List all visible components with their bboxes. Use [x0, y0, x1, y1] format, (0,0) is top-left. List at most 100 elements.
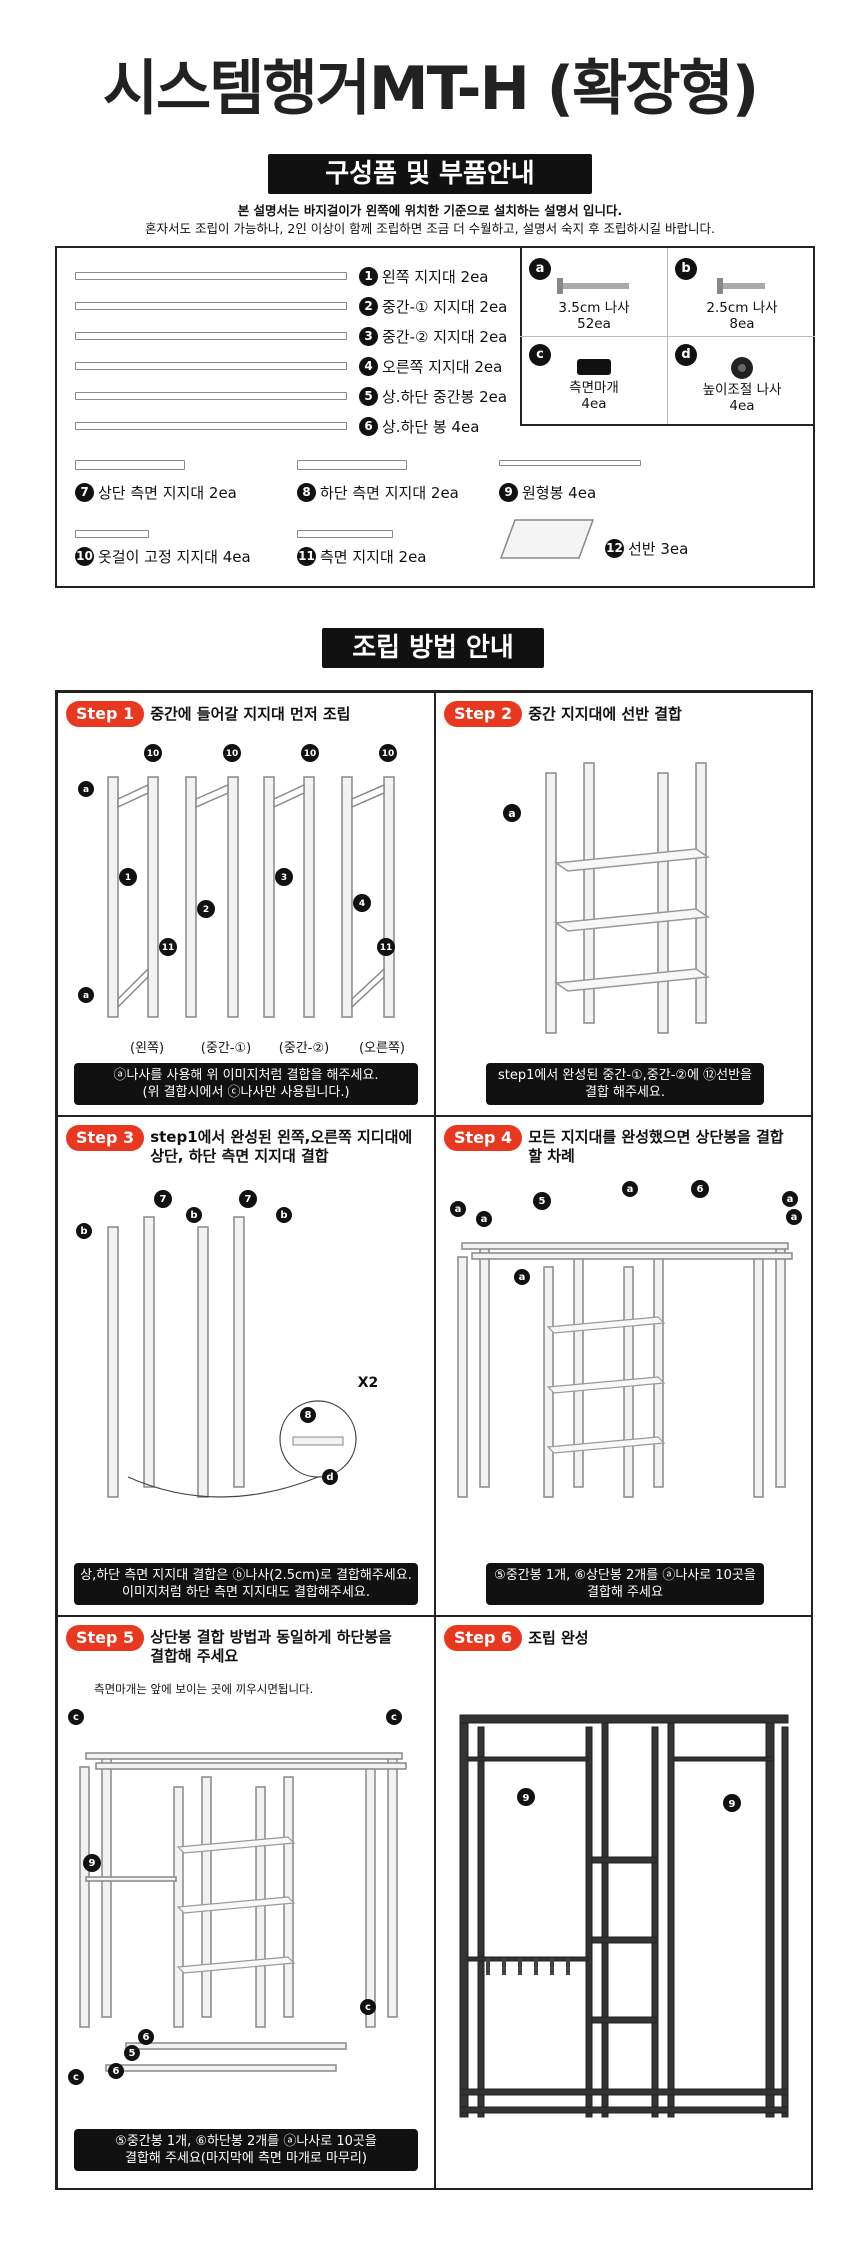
hw-d-qty: 4ea [729, 398, 755, 414]
hw-c: c 측면마개 4ea [523, 344, 665, 412]
svg-text:10: 10 [304, 749, 317, 759]
step-1-caption-mid1: (중간-①) [200, 1041, 252, 1056]
part-10-label: 옷걸이 고정 지지대 4ea [98, 548, 251, 566]
part-7-num: 7 [75, 483, 94, 502]
hw-a-qty: 52ea [577, 316, 611, 332]
part-4-label: 오른쪽 지지대 2ea [382, 358, 503, 376]
step-2-title: 중간 지지대에 선반 결합 [528, 704, 682, 723]
part-8-label: 하단 측면 지지대 2ea [320, 484, 459, 502]
side-cap-icon [577, 359, 611, 375]
part-2-num: 2 [359, 297, 378, 316]
step-4-badge: Step 4 [444, 1125, 523, 1151]
hw-a: a 3.5cm 나사 52ea [523, 258, 665, 332]
svg-text:7: 7 [245, 1194, 252, 1205]
svg-text:a: a [508, 807, 515, 820]
svg-text:1: 1 [125, 873, 131, 883]
part-7-label: 상단 측면 지지대 2ea [98, 484, 237, 502]
part-1-label: 왼쪽 지지대 2ea [382, 268, 489, 286]
svg-text:b: b [80, 1226, 87, 1237]
step-4-title: 모든 지지대를 완성했으면 상단봉을 결합 할 차례 [528, 1128, 784, 1165]
svg-text:a: a [519, 1272, 526, 1283]
part-2-image [75, 302, 347, 310]
part-6-image [75, 422, 347, 430]
step-3-badge: Step 3 [66, 1125, 145, 1151]
screw-a-icon [557, 278, 629, 294]
hw-b-name: 2.5cm 나사 [706, 300, 778, 316]
step-3-note: 상,하단 측면 지지대 결합은 ⓑ나사(2.5cm)로 결합해주세요. 이미지처… [74, 1563, 418, 1605]
step-1-title: 중간에 들어갈 지지대 먼저 조립 [150, 704, 351, 723]
part-12-label: 선반 3ea [628, 540, 689, 558]
svg-text:11: 11 [162, 943, 175, 953]
step-1-note: ⓐ나사를 사용해 위 이미지처럼 결합을 해주세요. (위 결합시에서 ⓒ나사만… [74, 1063, 418, 1105]
step-2-badge: Step 2 [444, 701, 523, 727]
svg-text:a: a [455, 1204, 462, 1215]
hw-d-letter: d [675, 344, 697, 366]
step-5-note: ⑤중간봉 1개, ⑥하단봉 2개를 ⓐ나사로 10곳을 결합해 주세요(마지막에… [74, 2129, 418, 2171]
part-5-image [75, 392, 347, 400]
step-3-x2: X2 [358, 1375, 379, 1391]
svg-text:a: a [787, 1194, 794, 1205]
part-3-label: 중간-② 지지대 2ea [382, 328, 508, 346]
svg-text:6: 6 [697, 1184, 704, 1195]
step-2-note: step1에서 완성된 중간-①,중간-②에 ⑫선반을 결합 해주세요. [486, 1063, 764, 1105]
svg-text:c: c [391, 1712, 397, 1723]
part-4-num: 4 [359, 357, 378, 376]
step-5-panel: Step 5 상단봉 결합 방법과 동일하게 하단봉을 결합해 주세요 측면마개… [57, 1616, 435, 2190]
svg-text:8: 8 [305, 1410, 312, 1421]
hw-d-name: 높이조절 나사 [702, 382, 782, 398]
part-3-num: 3 [359, 327, 378, 346]
svg-text:3: 3 [281, 873, 287, 883]
svg-text:9: 9 [89, 1858, 96, 1869]
step-1-caption-right: (오른쪽) [358, 1041, 406, 1056]
note-bold: 본 설명서는 바지걸이가 왼쪽에 위치한 기준으로 설치하는 설명서 입니다. [237, 203, 623, 218]
step-3-panel: Step 3 step1에서 완성된 왼쪽,오른쪽 지디대에 상단, 하단 측면… [57, 1116, 435, 1616]
part-8-num: 8 [297, 483, 316, 502]
hw-a-name: 3.5cm 나사 [558, 300, 630, 316]
shelf-image [499, 519, 595, 559]
part-8-image [297, 460, 407, 470]
leveling-foot-icon [731, 357, 753, 379]
hw-c-qty: 4ea [581, 396, 607, 412]
step-5-subnote: 측면마개는 앞에 보이는 곳에 끼우시면됩니다. [94, 1682, 314, 1696]
svg-text:10: 10 [226, 749, 239, 759]
part-11-label: 측면 지지대 2ea [320, 548, 427, 566]
svg-text:a: a [791, 1212, 798, 1223]
step-2-illustration: a [503, 762, 711, 1034]
step-5-title: 상단봉 결합 방법과 동일하게 하단봉을 결합해 주세요 [150, 1628, 392, 1665]
step-1-caption-mid2: (중간-②) [278, 1041, 330, 1056]
svg-text:10: 10 [147, 749, 160, 759]
svg-text:c: c [365, 2002, 371, 2013]
screw-b-icon [717, 278, 765, 294]
parts-banner: 구성품 및 부품안내 [268, 154, 592, 194]
part-1-num: 1 [359, 267, 378, 286]
hw-c-name: 측면마개 [569, 380, 619, 396]
svg-text:9: 9 [523, 1793, 530, 1804]
svg-text:6: 6 [113, 2066, 120, 2077]
step-3-title: step1에서 완성된 왼쪽,오른쪽 지디대에 상단, 하단 측면 지지대 결합 [150, 1128, 413, 1165]
svg-text:c: c [73, 2072, 79, 2083]
part-9-image [499, 460, 641, 466]
svg-text:c: c [73, 1712, 79, 1723]
step-4-panel: Step 4 모든 지지대를 완성했으면 상단봉을 결합 할 차례 [435, 1116, 813, 1616]
part-7-image [75, 460, 185, 470]
svg-text:b: b [280, 1210, 287, 1221]
hw-c-letter: c [529, 344, 551, 366]
part-9-label: 원형봉 4ea [522, 484, 597, 502]
part-12-num: 12 [605, 539, 624, 558]
step-4-note: ⑤중간봉 1개, ⑥상단봉 2개를 ⓐ나사로 10곳을 결합해 주세요 [486, 1563, 764, 1605]
